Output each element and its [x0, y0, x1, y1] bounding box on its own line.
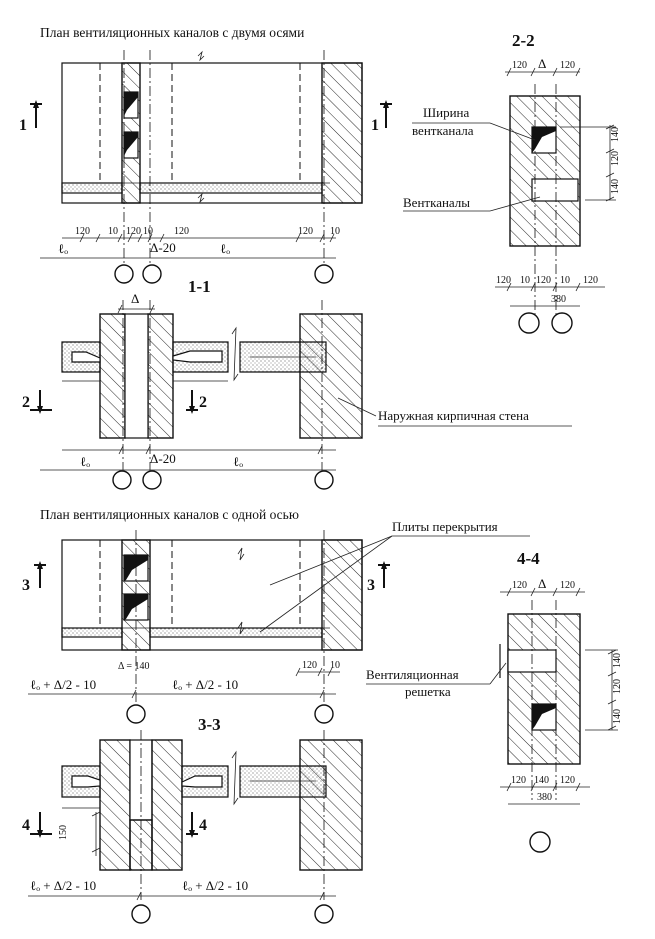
section-3-3-title: 3-3: [198, 715, 221, 734]
cut-2-right: 2: [199, 394, 207, 411]
dim-10: 10: [330, 660, 340, 671]
dim-120: 120: [496, 275, 511, 286]
label-slabs: Плиты перекрытия: [392, 519, 498, 534]
dim-10: 10: [560, 275, 570, 286]
dim-delta: Δ: [538, 56, 546, 71]
dim-120: 120: [536, 275, 551, 286]
dim-140: 140: [610, 179, 621, 194]
cut-2-left: 2: [22, 394, 30, 411]
section-3-3: 4 4 150 ℓₒ + Δ/2 - 10 ℓₒ + Δ/2 - 10: [22, 730, 363, 924]
dim-380: 380: [551, 294, 566, 305]
dim-delta-minus-20: Δ-20: [150, 240, 176, 255]
label-channels: Вентканалы: [403, 195, 470, 210]
title-two-axes: План вентиляционных каналов с двумя осям…: [40, 25, 304, 40]
cut-4-left: 4: [22, 817, 30, 834]
dim-10: 10: [330, 226, 340, 237]
dim-l0-expr: ℓₒ + Δ/2 - 10: [172, 677, 238, 692]
dim-10: 10: [143, 226, 153, 237]
section-2-2-title: 2-2: [512, 31, 535, 50]
dim-120: 120: [298, 226, 313, 237]
dim-delta-minus-20: Δ-20: [150, 451, 176, 466]
dim-140: 140: [534, 775, 549, 786]
plan-two-axes: 1 1 120 10 120 10 120 120 10 Δ-20 ℓₒ ℓₒ: [19, 50, 392, 284]
section-4-4-title: 4-4: [517, 549, 540, 568]
dim-120: 120: [75, 226, 90, 237]
dim-140: 140: [612, 709, 623, 724]
dim-delta: Δ: [131, 291, 139, 306]
section-2-2: 120 Δ 120 140 120 140 Ширина вентканала …: [403, 56, 621, 334]
dim-l0: ℓₒ: [58, 241, 68, 256]
cut-4-right: 4: [199, 817, 207, 834]
dim-120: 120: [174, 226, 189, 237]
dim-l0-expr: ℓₒ + Δ/2 - 10: [30, 677, 96, 692]
section-4-4: 120 Δ 120 140 120 140 Вентиляционная реш…: [366, 576, 623, 853]
dim-120: 120: [126, 226, 141, 237]
dim-delta: Δ: [538, 576, 546, 591]
dim-delta-140: Δ = 140: [118, 661, 150, 672]
dim-120: 120: [560, 60, 575, 71]
dim-120: 120: [560, 580, 575, 591]
dim-10: 10: [108, 226, 118, 237]
cut-3-left: 3: [22, 577, 30, 594]
section-1-1-title: 1-1: [188, 277, 211, 296]
dim-120: 120: [583, 275, 598, 286]
dim-120: 120: [511, 775, 526, 786]
plan-one-axis: Плиты перекрытия 3 3 Δ = 140 120 10 ℓₒ +…: [22, 519, 530, 724]
section-1-1: Δ 2 2 ℓₒ Δ-20 ℓₒ Нару: [22, 291, 572, 490]
dim-120: 120: [302, 660, 317, 671]
dim-10: 10: [520, 275, 530, 286]
dim-120: 120: [512, 60, 527, 71]
label-width-line2: вентканала: [412, 123, 474, 138]
dim-120: 120: [610, 151, 621, 166]
cut-3-right: 3: [367, 577, 375, 594]
title-one-axis: План вентиляционных каналов с одной осью: [40, 507, 299, 522]
dim-l0: ℓₒ: [220, 241, 230, 256]
cut-1-left: 1: [19, 117, 27, 134]
dim-150: 150: [58, 825, 69, 840]
label-grille-line2: решетка: [405, 684, 451, 699]
label-outer-wall: Наружная кирпичная стена: [378, 408, 529, 423]
dim-140: 140: [610, 127, 621, 142]
label-grille-line1: Вентиляционная: [366, 667, 459, 682]
dim-l0-expr: ℓₒ + Δ/2 - 10: [182, 878, 248, 893]
dim-l0: ℓₒ: [233, 454, 243, 469]
dim-l0-expr: ℓₒ + Δ/2 - 10: [30, 878, 96, 893]
dim-120: 120: [560, 775, 575, 786]
dim-140: 140: [612, 653, 623, 668]
dim-380: 380: [537, 792, 552, 803]
dim-120: 120: [512, 580, 527, 591]
label-width-line1: Ширина: [423, 105, 469, 120]
dim-l0: ℓₒ: [80, 454, 90, 469]
dim-120: 120: [612, 679, 623, 694]
cut-1-right: 1: [371, 117, 379, 134]
